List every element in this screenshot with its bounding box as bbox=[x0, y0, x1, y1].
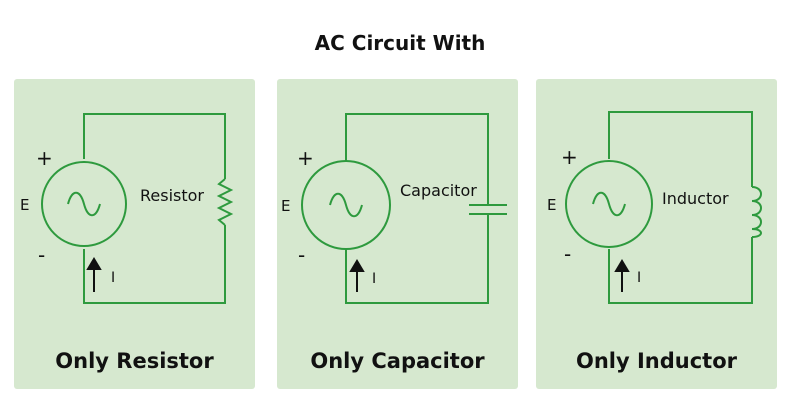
minus-label: - bbox=[298, 243, 305, 267]
minus-label: - bbox=[564, 242, 571, 266]
inductor-circuit: + E - I Inductor bbox=[547, 111, 762, 304]
panel-resistor: + E - I Resistor Only Resistor bbox=[14, 79, 255, 389]
source-label: E bbox=[547, 196, 556, 214]
panel-capacitor: + E - I Capacitor Only Capacitor bbox=[277, 79, 518, 389]
ac-source-circle bbox=[565, 160, 653, 248]
top-wire bbox=[83, 113, 226, 179]
resistor-circuit: + E - I Resistor bbox=[20, 113, 234, 304]
source-label: E bbox=[20, 196, 29, 214]
ac-source-circle bbox=[41, 161, 127, 247]
current-label: I bbox=[111, 270, 115, 286]
current-label: I bbox=[372, 271, 376, 287]
panel-caption: Only Resistor bbox=[55, 349, 214, 373]
minus-label: - bbox=[38, 243, 45, 267]
top-wire bbox=[345, 113, 489, 205]
bottom-wire bbox=[345, 214, 489, 304]
component-label: Resistor bbox=[140, 186, 204, 205]
panel-caption: Only Inductor bbox=[575, 349, 738, 373]
ac-wave-icon bbox=[592, 191, 626, 217]
panel-caption: Only Capacitor bbox=[310, 349, 485, 373]
ac-source-circle bbox=[301, 160, 391, 250]
diagram-title: AC Circuit With bbox=[314, 31, 486, 55]
plus-label: + bbox=[36, 146, 53, 170]
ac-wave-icon bbox=[67, 191, 101, 217]
ac-wave-icon bbox=[329, 192, 363, 218]
current-label: I bbox=[637, 270, 641, 286]
component-label: Inductor bbox=[662, 189, 729, 208]
bottom-wire bbox=[608, 237, 753, 304]
source-label: E bbox=[281, 197, 290, 215]
component-label: Capacitor bbox=[400, 181, 477, 200]
plus-label: + bbox=[561, 145, 578, 169]
panel-inductor: + E - I Inductor Only Inductor bbox=[536, 79, 777, 389]
capacitor-circuit: + E - I Capacitor bbox=[281, 113, 507, 304]
bottom-wire bbox=[83, 225, 226, 304]
resistor-zigzag bbox=[216, 178, 234, 226]
top-wire bbox=[608, 111, 753, 187]
plus-label: + bbox=[297, 146, 314, 170]
inductor-coil bbox=[751, 186, 762, 238]
